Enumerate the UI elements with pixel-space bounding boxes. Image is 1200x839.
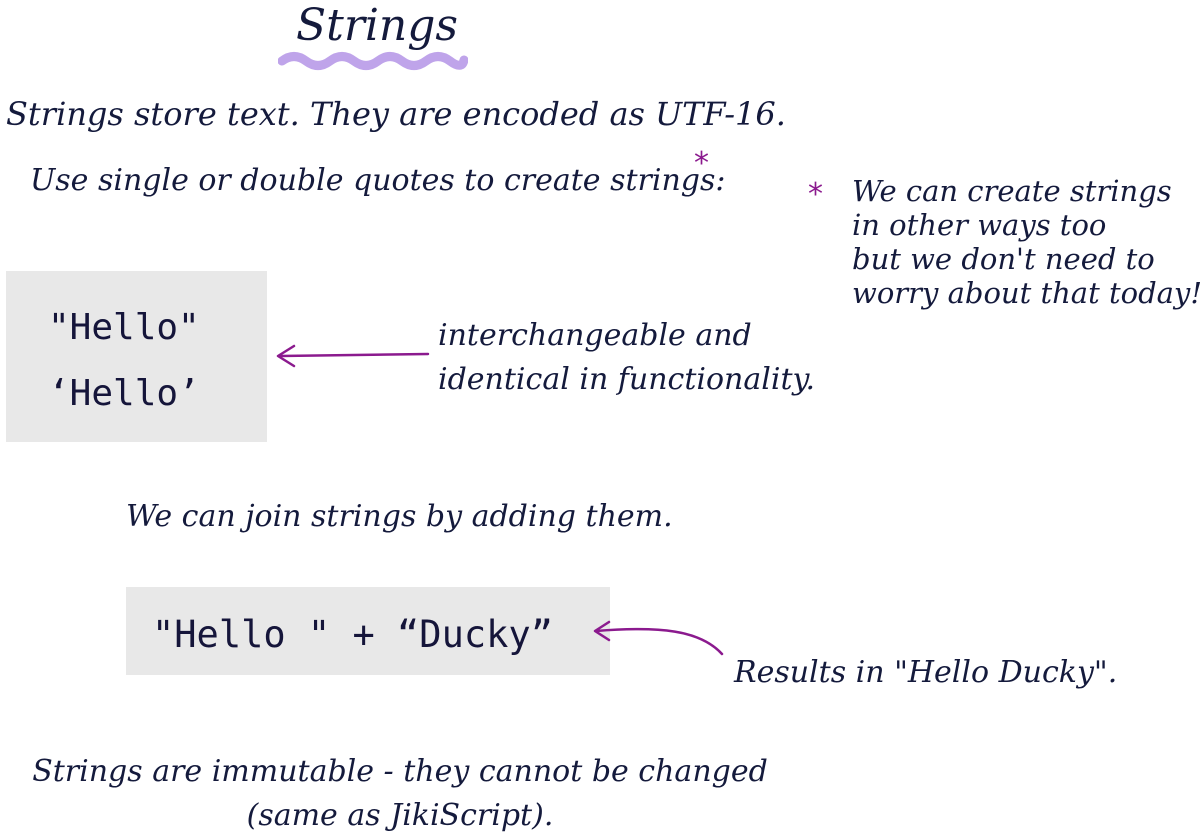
footnote-line: but we don't need to bbox=[852, 242, 1155, 276]
immutable-line: Strings are immutable - they cannot be c… bbox=[32, 754, 768, 789]
arrow-left-icon bbox=[276, 344, 430, 368]
double-quote-example: "Hello" bbox=[48, 307, 200, 348]
immutable-line: (same as JikiScript). bbox=[246, 798, 554, 833]
immutable-note: Strings are immutable - they cannot be c… bbox=[0, 750, 800, 838]
quotes-code-box: "Hello" ‘Hello’ bbox=[6, 271, 267, 442]
title-underline bbox=[278, 52, 468, 70]
join-result: Results in "Hello Ducky". bbox=[734, 655, 1118, 690]
page-title: Strings bbox=[296, 0, 459, 51]
join-code-example: "Hello " + “Ducky” bbox=[152, 613, 553, 656]
intro-line-2: Use single or double quotes to create st… bbox=[30, 166, 726, 196]
single-quote-example: ‘Hello’ bbox=[48, 373, 200, 414]
quotes-note: interchangeable and identical in functio… bbox=[438, 314, 815, 402]
footnote-line: in other ways too bbox=[852, 208, 1107, 242]
intro-line-1: Strings store text. They are encoded as … bbox=[6, 95, 786, 133]
curved-arrow-icon bbox=[593, 620, 724, 656]
footnote-asterisk-icon: * bbox=[808, 177, 823, 212]
intro-line-2-text: Use single or double quotes to create st… bbox=[30, 163, 716, 198]
join-text: We can join strings by adding them. bbox=[126, 499, 673, 534]
join-code-box: "Hello " + “Ducky” bbox=[126, 587, 610, 675]
footnote: We can create strings in other ways too … bbox=[852, 174, 1200, 310]
quotes-note-line: identical in functionality. bbox=[438, 362, 816, 397]
quotes-note-line: interchangeable and bbox=[438, 318, 752, 353]
footnote-line: worry about that today! bbox=[852, 276, 1200, 310]
intro-colon: : bbox=[715, 163, 726, 198]
footnote-line: We can create strings bbox=[852, 174, 1172, 208]
asterisk-icon: * bbox=[694, 146, 709, 181]
